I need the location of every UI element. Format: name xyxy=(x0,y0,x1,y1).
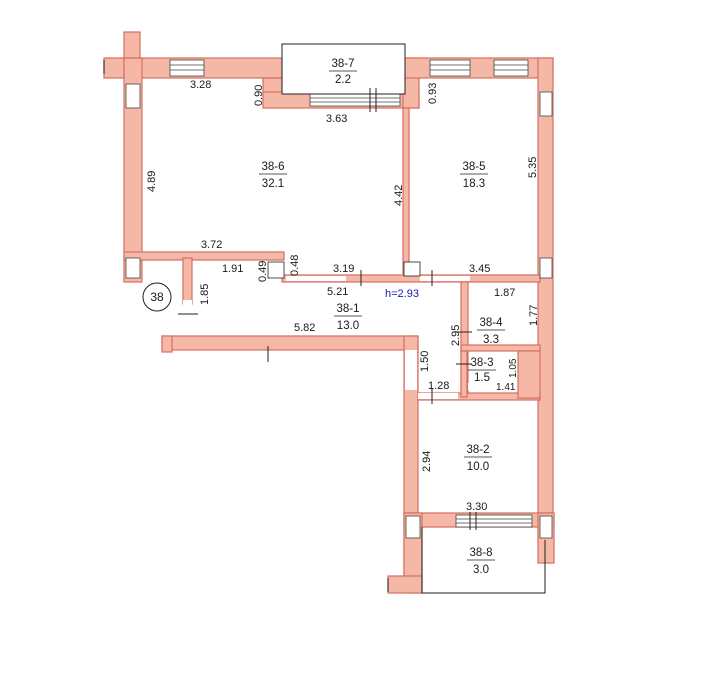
dim-1-91: 1.91 xyxy=(222,263,243,275)
dim-4-89: 4.89 xyxy=(146,171,158,192)
dim-3-72: 3.72 xyxy=(201,239,222,251)
dim-3-30: 3.30 xyxy=(466,501,487,513)
dim-2-94: 2.94 xyxy=(421,451,433,472)
dim-3-63: 3.63 xyxy=(326,113,347,125)
room-area-38-3: 1.5 xyxy=(474,372,490,384)
balcony-outlines xyxy=(281,43,546,594)
dim-5-21: 5.21 xyxy=(327,286,348,298)
room-code-38-8: 38-8 xyxy=(469,547,492,559)
dim-1-28: 1.28 xyxy=(428,380,449,392)
windows xyxy=(125,59,553,539)
room-code-38-2: 38-2 xyxy=(466,444,489,456)
room-code-38-6: 38-6 xyxy=(261,161,284,173)
room-area-38-2: 10.0 xyxy=(467,461,489,473)
room-area-38-1: 13.0 xyxy=(337,320,359,332)
dim-1-85: 1.85 xyxy=(199,284,211,305)
dim-1-05: 1.05 xyxy=(508,358,519,378)
room-code-38-1: 38-1 xyxy=(336,303,359,315)
room-code-38-3: 38-3 xyxy=(470,357,493,369)
markers xyxy=(103,60,477,592)
room-area-38-8: 3.0 xyxy=(473,564,489,576)
apartment-number-badge: 38 xyxy=(142,282,172,312)
room-code-38-5: 38-5 xyxy=(462,161,485,173)
room-area-38-4: 3.3 xyxy=(483,334,499,346)
dim-1-50: 1.50 xyxy=(419,351,431,372)
dim-0-48: 0.48 xyxy=(289,255,301,276)
room-area-38-7: 2.2 xyxy=(335,74,351,86)
dim-1-77: 1.77 xyxy=(528,305,540,326)
dim-1-87: 1.87 xyxy=(494,287,515,299)
dim-3-45: 3.45 xyxy=(469,263,490,275)
dim-1-41: 1.41 xyxy=(496,382,516,393)
room-area-38-5: 18.3 xyxy=(463,178,485,190)
openings xyxy=(183,261,516,399)
dim-3-28: 3.28 xyxy=(190,79,211,91)
dim-4-42: 4.42 xyxy=(393,185,405,206)
room-labels: 38-7 2.2 38-6 32.1 38-5 18.3 38-1 13.0 3… xyxy=(259,58,505,576)
dim-5-82: 5.82 xyxy=(294,322,315,334)
ceiling-height: h=2.93 xyxy=(385,288,419,300)
dim-2-95: 2.95 xyxy=(450,325,462,346)
dim-5-35: 5.35 xyxy=(527,157,539,178)
room-area-38-6: 32.1 xyxy=(262,178,284,190)
dim-0-90: 0.90 xyxy=(253,85,265,106)
apartment-number: 38 xyxy=(150,290,164,304)
dim-0-93: 0.93 xyxy=(427,83,439,104)
dimensions: 3.28 0.90 3.63 0.93 4.89 4.42 5.35 3.72 … xyxy=(146,79,540,513)
room-code-38-7: 38-7 xyxy=(331,58,354,70)
dim-0-49: 0.49 xyxy=(257,261,269,282)
dim-3-19: 3.19 xyxy=(333,263,354,275)
room-code-38-4: 38-4 xyxy=(479,317,503,329)
